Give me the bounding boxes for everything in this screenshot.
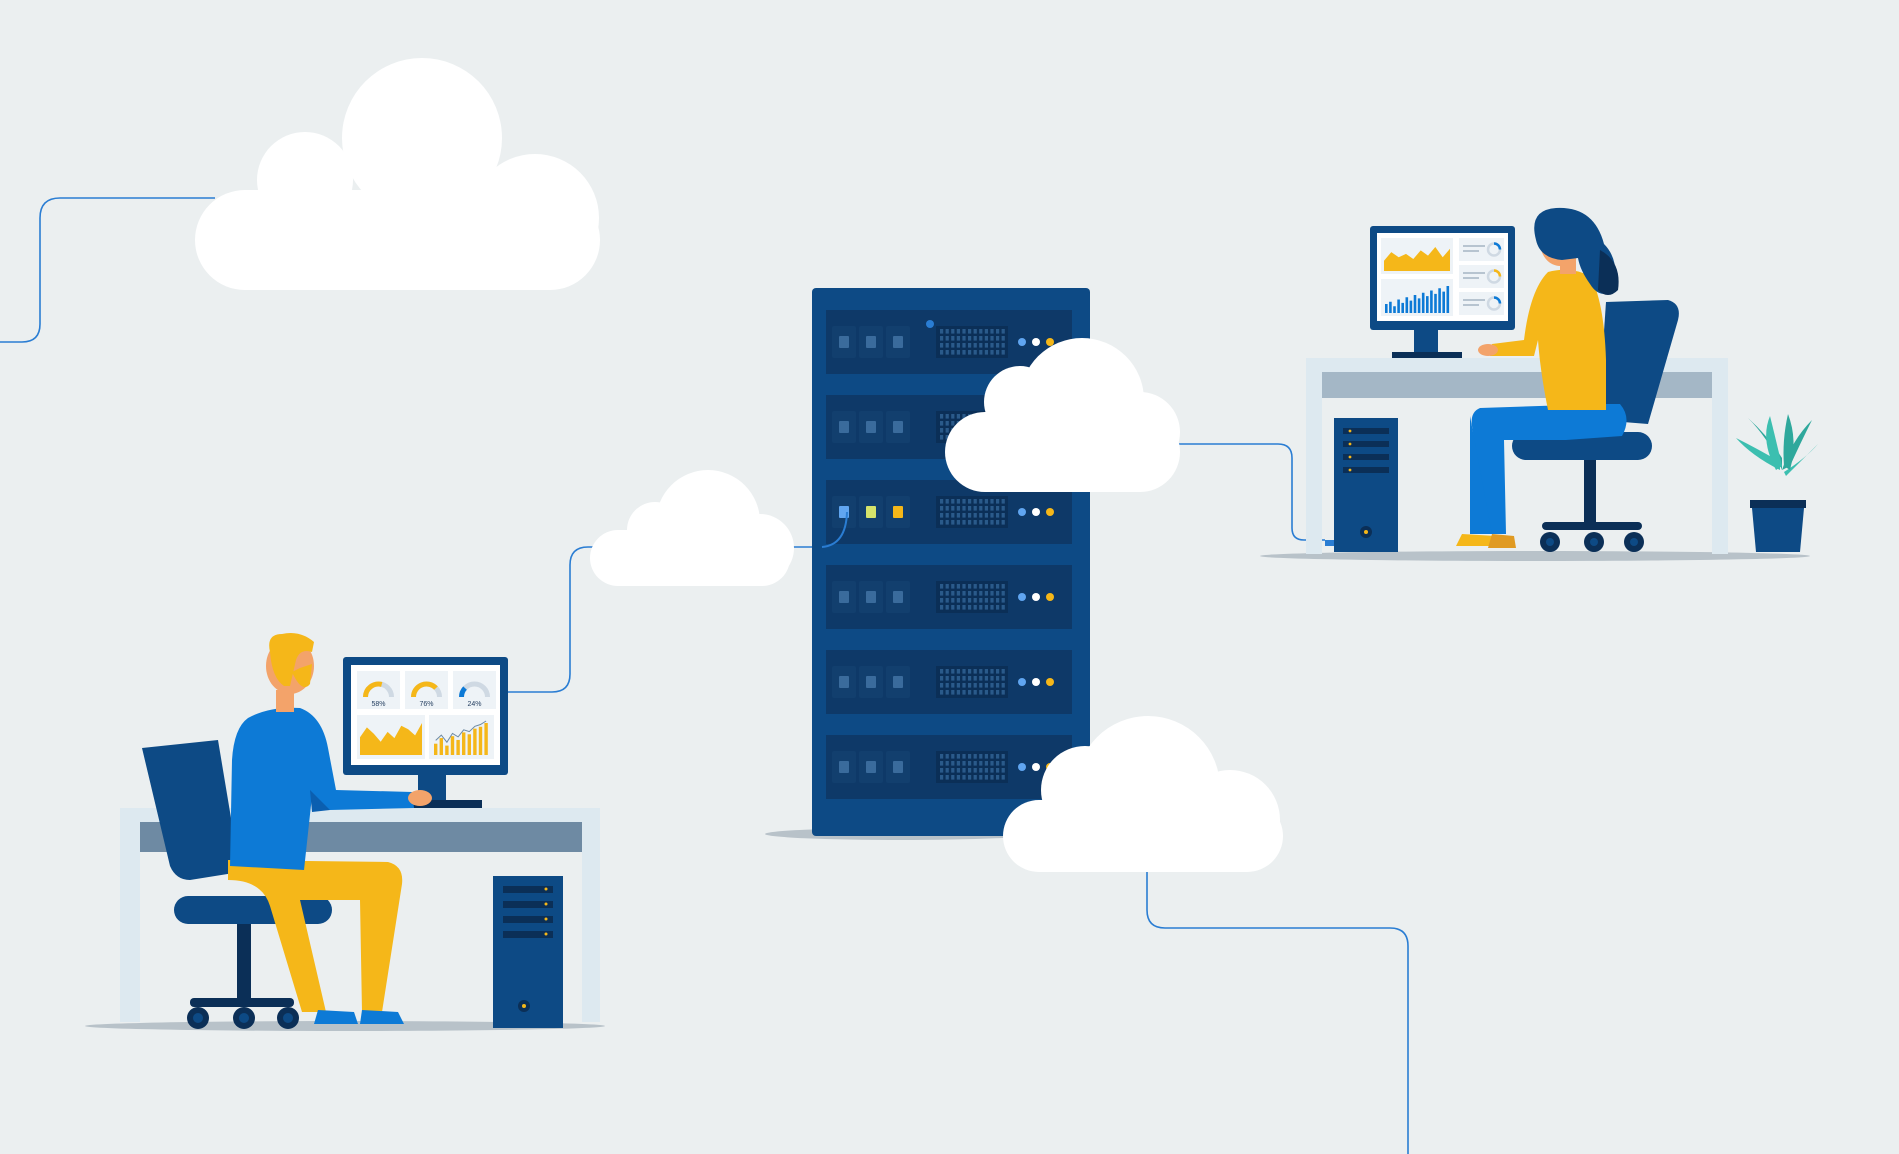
server-unit: [826, 480, 1072, 544]
gauge-value: 76%: [419, 701, 433, 708]
left-workstation: 58% 76% 24%: [85, 633, 605, 1031]
indicator-light: [1032, 338, 1040, 346]
bar: [1434, 293, 1437, 313]
bar: [1397, 299, 1400, 313]
vent-grid: [936, 751, 1008, 783]
line-bottom-cloud: [1146, 870, 1409, 1154]
indicator-light: [1032, 508, 1040, 516]
line-cloud-right-desk: [1175, 443, 1325, 541]
woman-figure: [1456, 207, 1627, 548]
indicator-light: [1018, 593, 1026, 601]
bar: [462, 732, 466, 755]
bar: [1438, 288, 1441, 313]
cloud-top-left: [195, 58, 600, 290]
indicator-light: [1046, 338, 1054, 346]
bar: [484, 723, 488, 755]
vent-grid: [936, 496, 1008, 528]
bar: [1405, 297, 1409, 313]
bar: [478, 726, 483, 755]
left-monitor: 58% 76% 24%: [343, 657, 508, 808]
indicator-light: [1018, 338, 1026, 346]
server-units: [826, 310, 1072, 799]
vent-grid: [936, 581, 1008, 613]
bar: [1401, 302, 1404, 313]
area-chart-widget: [357, 715, 425, 759]
area-series: [360, 723, 422, 755]
gauge-widget: 58%: [357, 671, 400, 709]
bar-chart-widget: [1381, 279, 1453, 316]
bar: [1421, 292, 1425, 313]
left-keyboard: [410, 801, 480, 806]
line-left-monitor-cloud: [505, 546, 600, 693]
bar: [1385, 304, 1388, 313]
gauge-widget: 76%: [405, 671, 448, 709]
bar: [450, 736, 455, 755]
indicator-light: [1032, 678, 1040, 686]
stat-widget: [1459, 238, 1504, 261]
vent-grid: [936, 326, 1008, 358]
indicator-light: [1046, 508, 1054, 516]
bar: [467, 734, 471, 755]
right-monitor: [1370, 226, 1515, 358]
vent-grid: [936, 666, 1008, 698]
indicator-light: [1032, 763, 1040, 771]
right-workstation: [1260, 207, 1818, 561]
indicator-light: [1032, 593, 1040, 601]
gauge-value: 24%: [467, 701, 481, 708]
cloud-bottom: [1003, 716, 1283, 872]
area-chart-widget: [1381, 238, 1453, 274]
server-unit: [826, 310, 1072, 374]
bar: [1417, 298, 1421, 313]
bar: [473, 728, 477, 755]
bar: [1430, 290, 1433, 313]
potted-plant: [1736, 414, 1818, 552]
bar: [439, 738, 443, 755]
indicator-light: [1018, 508, 1026, 516]
bar: [445, 745, 449, 755]
server-unit: [826, 650, 1072, 714]
bar: [1389, 301, 1392, 313]
left-monitor-screen: 58% 76% 24%: [357, 671, 496, 759]
bar-chart-widget: [429, 715, 494, 759]
indicator-light: [1046, 678, 1054, 686]
cloud-middle: [945, 338, 1180, 492]
line-top-left-cloud: [0, 197, 215, 343]
gauge-widget: 24%: [453, 671, 496, 709]
bar: [434, 743, 438, 755]
trend-line: [435, 720, 487, 744]
bar: [456, 739, 460, 755]
indicator-light: [1046, 593, 1054, 601]
bar: [1409, 300, 1413, 313]
indicator-light: [1018, 763, 1026, 771]
bar: [1446, 286, 1450, 313]
bar: [1442, 291, 1445, 313]
cloud-left-small: [590, 470, 794, 586]
server-unit: [826, 565, 1072, 629]
bar: [1393, 306, 1396, 313]
man-figure: [228, 633, 432, 1024]
network-lines: [0, 197, 1409, 1154]
indicator-light: [1018, 678, 1026, 686]
server-unit: [826, 735, 1072, 799]
stat-widget: [1459, 292, 1504, 315]
bar: [1413, 295, 1417, 313]
area-series: [1384, 247, 1450, 271]
stat-widget: [1459, 265, 1504, 288]
right-monitor-screen: [1381, 238, 1504, 316]
bar: [1426, 296, 1429, 313]
right-pc-tower: [1325, 418, 1398, 552]
left-pc-tower: [493, 876, 563, 1028]
gauge-value: 58%: [371, 701, 385, 708]
